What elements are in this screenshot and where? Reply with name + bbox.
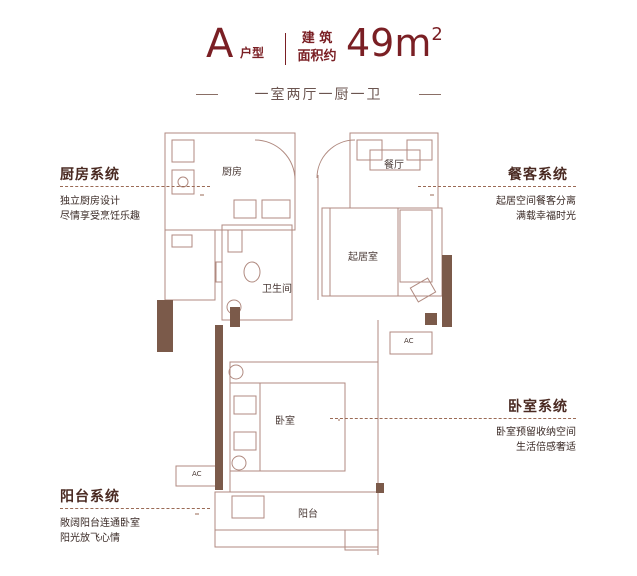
room-bathroom: 卫生间 [262,284,292,295]
bedroom-leader [330,418,576,419]
ac-label-left: AC [192,470,202,478]
kitchen-leader [60,186,210,187]
bedroom-system-desc: 卧室预留收纳空间 生活倍感奢适 [486,425,576,455]
layout-line: 一室两厅一厨一卫 [196,84,441,104]
kitchen-system-desc: 独立厨房设计 尽情享受烹饪乐趣 [60,194,140,224]
header: A 户型 建 筑 面积约 49m2 一室两厅一厨一卫 [0,0,637,110]
balcony-desc-line1: 敞阔阳台连通卧室 [60,518,140,529]
balcony-leader [60,508,210,509]
dining-desc-line1: 起居空间餐客分离 [496,196,576,207]
dining-system-desc: 起居空间餐客分离 满载幸福时光 [486,194,576,224]
unit-letter: A [206,21,234,67]
wall-bedroom [215,325,223,490]
toilet-icon [243,261,261,283]
header-divider [285,33,286,65]
balcony-system-title: 阳台系统 [60,489,120,505]
kitchen-outline [164,132,296,231]
bedroom-desc-line1: 卧室预留收纳空间 [496,427,576,438]
layout-text: 一室两厅一厨一卫 [254,87,383,103]
area-superscript: 2 [431,24,443,45]
balcony-desc-line2: 阳光放飞心情 [60,533,120,544]
room-living: 起居室 [348,252,378,263]
area-label-line2: 面积约 [297,49,337,64]
kitchen-desc-line2: 尽情享受烹饪乐趣 [60,211,140,222]
room-balcony: 阳台 [298,509,318,520]
bathroom-outline [221,224,293,321]
bedroom-desc-line2: 生活倍感奢适 [516,442,576,453]
living-outline [321,207,443,297]
area-value: 49m2 [346,24,443,62]
balcony-outline [214,491,379,548]
area-label: 建 筑 面积约 [293,30,341,66]
kitchen-door-arc [254,139,296,181]
balcony-system-desc: 敞阔阳台连通卧室 阳光放飞心情 [60,516,140,546]
kitchen-stove [177,176,189,188]
layout-dash-left [196,94,218,95]
kitchen-sink [171,139,195,163]
kitchen-system-title: 厨房系统 [60,167,120,183]
dining-leader [418,186,576,187]
area-number: 49m [346,21,432,65]
room-dining: 餐厅 [384,160,404,171]
unit-type: 户型 [240,46,265,60]
area-label-line1: 建 筑 [301,31,333,46]
room-kitchen: 厨房 [222,167,242,178]
bedroom-outline [229,361,379,493]
wall-left [157,300,173,352]
layout-dash-right [419,94,441,95]
wall-right [442,255,452,327]
room-bedroom: 卧室 [275,416,295,427]
kitchen-desc-line1: 独立厨房设计 [60,196,120,207]
dining-desc-line2: 满载幸福时光 [516,211,576,222]
dining-system-title: 餐客系统 [508,167,568,183]
ac-label-right: AC [404,337,414,345]
bedroom-system-title: 卧室系统 [508,399,568,415]
